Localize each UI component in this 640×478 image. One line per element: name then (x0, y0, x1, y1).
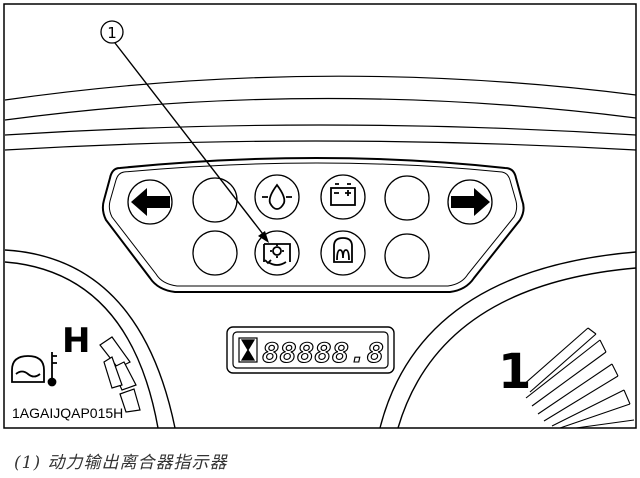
indicator-blank-bottom-left (192, 230, 238, 276)
temperature-gauge-scale (99, 336, 141, 413)
temperature-high-label: H (62, 321, 90, 361)
warning-lamp-panel (101, 157, 525, 293)
callout-leader-line (114, 42, 267, 239)
tachometer-scale (521, 327, 635, 429)
left-gauge-housing (4, 249, 176, 429)
figure-caption: (1) 动力输出离合器指示器 (14, 453, 228, 473)
indicator-blank-bottom-right (384, 233, 430, 279)
indicator-turn-left (127, 179, 173, 225)
left-arrow-icon (131, 188, 170, 216)
battery-icon (330, 183, 356, 206)
hourglass-icon (238, 337, 258, 363)
indicator-blank-top-right (384, 175, 430, 221)
pto-clutch-icon (263, 243, 291, 266)
figure-frame (3, 3, 637, 429)
right-gauge-value: 1 (498, 344, 531, 400)
indicator-pto-clutch (254, 230, 300, 276)
callout-arrowhead (258, 231, 269, 243)
image-code: 1AGAIJQAP015H (12, 405, 123, 421)
indicator-battery-charge (320, 174, 366, 220)
oil-can-icon (262, 183, 292, 210)
right-arrow-icon (451, 188, 490, 216)
indicator-oil-pressure (254, 174, 300, 220)
indicator-turn-right (447, 179, 493, 225)
right-gauge-housing (379, 251, 637, 429)
callout-1: 1 (100, 20, 269, 243)
dashboard-outline (4, 75, 637, 151)
coolant-temperature-icon (11, 352, 57, 387)
callout-number: 1 (107, 24, 117, 42)
indicator-glow-plug (320, 230, 366, 276)
indicator-blank-top-left (192, 177, 238, 223)
hour-meter-display: 88888.8 (226, 326, 395, 374)
hour-meter-value: 88888.8 (262, 338, 384, 369)
glow-plug-icon (333, 237, 353, 263)
